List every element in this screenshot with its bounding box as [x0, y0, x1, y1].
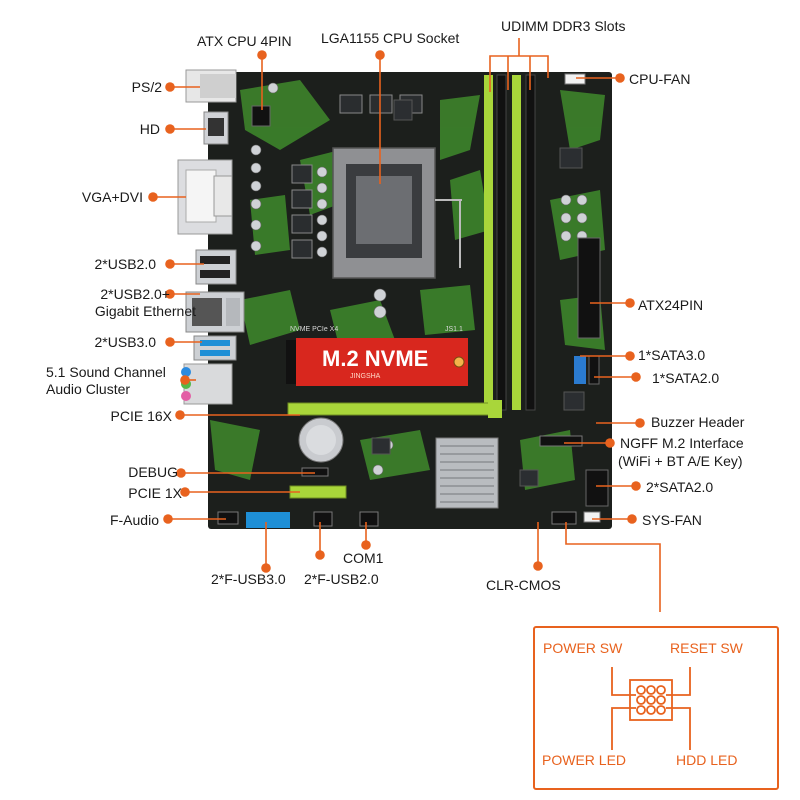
com1-label: COM1: [343, 550, 384, 566]
f-audio-header: [217, 511, 239, 525]
lga1155-label: LGA1155 CPU Socket: [321, 30, 460, 46]
ic-chips: [371, 99, 585, 487]
debug-header: [301, 467, 329, 477]
usb2-label: 2*USB2.0: [94, 256, 156, 272]
ps2-port: [185, 69, 237, 103]
f-usb2-label: 2*F-USB2.0: [304, 571, 379, 587]
usb2-lan-label-2: Gigabit Ethernet: [94, 303, 196, 319]
js-silkscreen: JS1.1: [445, 326, 463, 333]
m2-silkscreen: NVME PCIe X4: [290, 326, 339, 333]
audio-label-2: Audio Cluster: [46, 381, 131, 397]
pcie16-slot: [287, 402, 499, 416]
usb2-ports: [195, 249, 237, 285]
reset-sw-label: RESET SW: [670, 640, 743, 656]
hdd-led-label: HDD LED: [676, 752, 738, 768]
reset-sw-line: [666, 667, 691, 696]
cpu-fan-label: CPU-FAN: [629, 71, 691, 87]
debug-label: DEBUG: [128, 464, 178, 480]
f-usb2-header: [313, 511, 333, 527]
front-panel-leader: [565, 522, 661, 612]
m2-badge: M.2 NVME: [322, 346, 429, 371]
sata3-port: [574, 356, 586, 384]
vrm-chokes: [291, 94, 423, 259]
clr-cmos-label: CLR-CMOS: [486, 577, 561, 593]
pcie1-label: PCIE 1X: [128, 485, 182, 501]
udimm-label: UDIMM DDR3 Slots: [501, 18, 626, 34]
m2-nvme-slot: [286, 338, 468, 386]
ngff-slot: [539, 435, 583, 447]
com1-header: [359, 511, 379, 527]
ps2-label: PS/2: [131, 79, 162, 95]
usb2-lan-label-1: 2*USB2.0+: [100, 286, 170, 302]
sys-fan-header: [583, 511, 601, 523]
power-led-line: [611, 707, 636, 750]
audio-jacks: [181, 363, 233, 405]
cpu-socket: [332, 147, 462, 279]
motherboard: [208, 72, 612, 529]
capacitors: [250, 82, 588, 476]
ngff-label-2: (WiFi + BT A/E Key): [618, 453, 743, 469]
hd-label: HD: [139, 121, 160, 137]
front-panel-header: [551, 511, 577, 525]
audio-label-1: 5.1 Sound Channel: [46, 364, 166, 380]
atx24pin-label: ATX24PIN: [638, 297, 704, 313]
pcie16-latch: [488, 400, 502, 418]
front-panel-detail-box: [533, 626, 779, 790]
hdmi-port: [203, 111, 229, 145]
power-sw-line: [611, 667, 636, 696]
ngff-label-1: NGFF M.2 Interface: [620, 435, 744, 451]
usb2-ethernet-ports: [185, 291, 245, 333]
pcie16-label: PCIE 16X: [110, 408, 172, 424]
power-sw-label: POWER SW: [543, 640, 623, 656]
callout-lines: [148, 38, 661, 612]
cmos-battery: [298, 417, 344, 463]
chipset-heatsink: [435, 437, 499, 509]
brand-silkscreen: JINGSHA: [350, 373, 381, 380]
rear-io: [177, 69, 245, 405]
sata2-single-label: 1*SATA2.0: [652, 370, 720, 386]
power-led-label: POWER LED: [542, 752, 627, 768]
f-usb3-header: [246, 512, 290, 528]
f-usb3-label: 2*F-USB3.0: [211, 571, 286, 587]
sys-fan-label: SYS-FAN: [642, 512, 702, 528]
usb3-ports: [193, 335, 237, 361]
sata2-dual-label: 2*SATA2.0: [646, 479, 714, 495]
front-panel-pin-diagram: [611, 667, 691, 750]
vga-dvi-label: VGA+DVI: [81, 189, 143, 205]
atx-cpu-4pin-label: ATX CPU 4PIN: [197, 33, 292, 49]
usb3-label: 2*USB3.0: [94, 334, 156, 350]
cpu-fan-header: [564, 73, 586, 85]
sata2-dual-ports: [585, 469, 609, 507]
f-audio-label: F-Audio: [109, 512, 159, 528]
hdd-led-line: [666, 707, 691, 750]
atx-cpu-4pin-connector: [251, 105, 271, 127]
vga-dvi-ports: [177, 159, 233, 235]
buzzer-label: Buzzer Header: [651, 414, 745, 430]
atx24-connector: [577, 237, 601, 339]
sata3-label: 1*SATA3.0: [638, 347, 706, 363]
sata2-port: [588, 355, 600, 385]
